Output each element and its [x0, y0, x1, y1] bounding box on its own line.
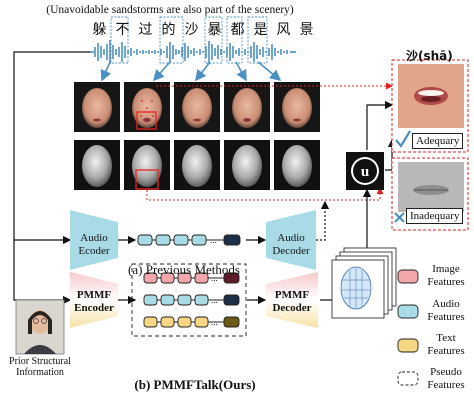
char-5: 暴 — [207, 22, 222, 38]
zoom-connectors — [146, 82, 393, 201]
pmmf-encoder-label: PMMF Encoder — [74, 289, 114, 314]
char-1: 不 — [115, 22, 130, 38]
svg-text:...: ... — [211, 317, 218, 327]
pmmf-decoder-shape — [266, 272, 318, 328]
x-icon — [394, 212, 405, 223]
audio-decoder-shape — [266, 210, 316, 270]
sentence-translation: (Unavoidable sandstorms are also part of… — [46, 4, 294, 16]
multimodal-feature-chains: ... ... ... — [131, 263, 247, 337]
zoom-title: 沙(shā) — [406, 49, 453, 63]
svg-text:...: ... — [210, 235, 217, 245]
check-icon — [395, 130, 411, 148]
head-mesh-row — [74, 140, 320, 190]
legend-audio-features: Audio Features — [427, 298, 465, 323]
svg-text:u: u — [361, 164, 369, 180]
char-2: 过 — [138, 22, 153, 38]
char-9: 景 — [299, 22, 314, 38]
inadequary-label: Inadequary — [406, 208, 464, 224]
sentence-characters: 躲 不 过 的 沙 暴 都 是 风 景 — [88, 19, 318, 39]
legend-text-features: Text Features — [427, 332, 465, 357]
prior-portrait — [15, 299, 65, 355]
mesh-frame-stack — [331, 247, 397, 319]
face-frames-row — [74, 82, 320, 132]
adequary-label: Adequary — [412, 133, 464, 149]
prior-structural-label: Prior Structural Information — [9, 356, 71, 378]
pmmf-decoder-label: PMMF Decoder — [272, 289, 312, 314]
char-4: 沙 — [184, 22, 199, 38]
audio-feature-chain: ... — [137, 234, 241, 246]
svg-text:...: ... — [211, 273, 218, 283]
ours-caption: (b) PMMFTalk(Ours) — [134, 377, 256, 392]
audio-encoder-shape — [70, 210, 118, 270]
audio-waveform — [90, 40, 296, 64]
legend-image-features: Image Features — [427, 263, 465, 288]
audio-encoder-label: Audio Ecoder — [78, 232, 110, 257]
legend-swatches — [397, 269, 419, 386]
char-8: 风 — [276, 22, 291, 38]
char-3: 的 — [161, 22, 176, 38]
legend-pseudo-features: Pseudo Features — [427, 366, 465, 391]
char-6: 都 — [230, 22, 245, 38]
char-0: 躲 — [92, 22, 107, 38]
pipeline-arrows — [13, 51, 397, 305]
svg-text:...: ... — [211, 295, 218, 305]
waveform-to-frame-arrows — [100, 61, 282, 82]
pmmf-encoder-shape — [70, 272, 118, 328]
previous-methods-caption: (a) Previous Methods — [128, 262, 240, 277]
char-7: 是 — [253, 22, 268, 38]
segment-boxes — [110, 16, 268, 64]
audio-decoder-label: Audio Decoder — [272, 232, 310, 257]
unreal-engine-icon: u — [346, 152, 384, 190]
